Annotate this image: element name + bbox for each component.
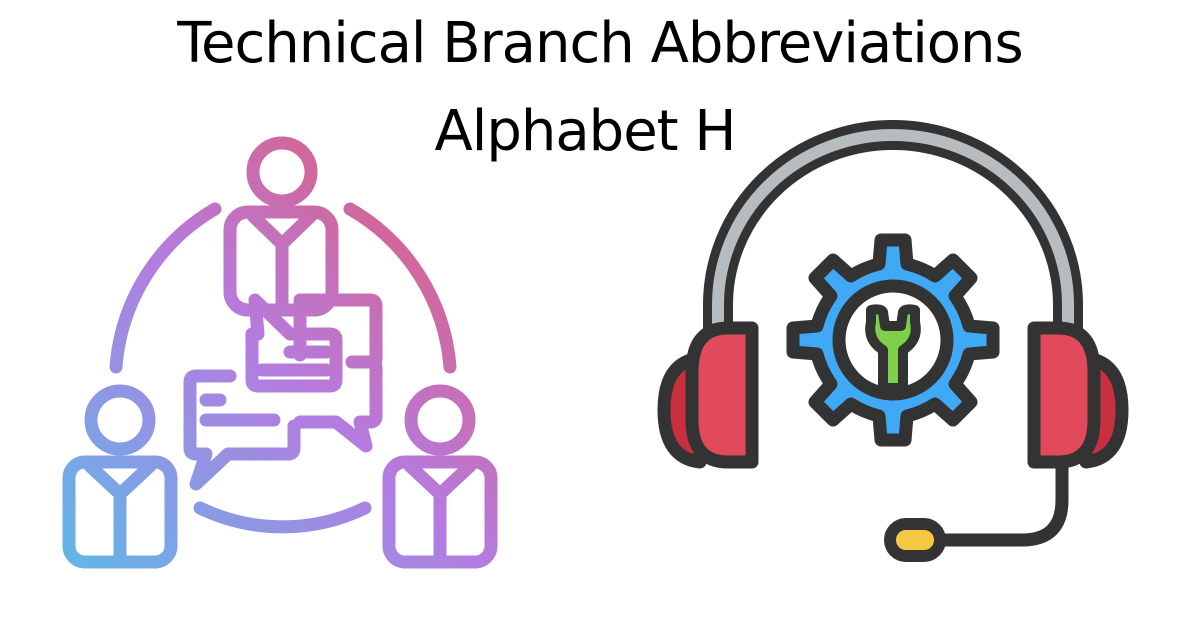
team-communication-icon [62,136,498,569]
wrench-icon [865,304,921,393]
title-line-2: Alphabet H [434,99,736,164]
title-line-1: Technical Branch Abbreviations [177,11,1023,76]
gear-icon [786,233,1000,447]
headset-gear-support-icon [657,120,1129,562]
